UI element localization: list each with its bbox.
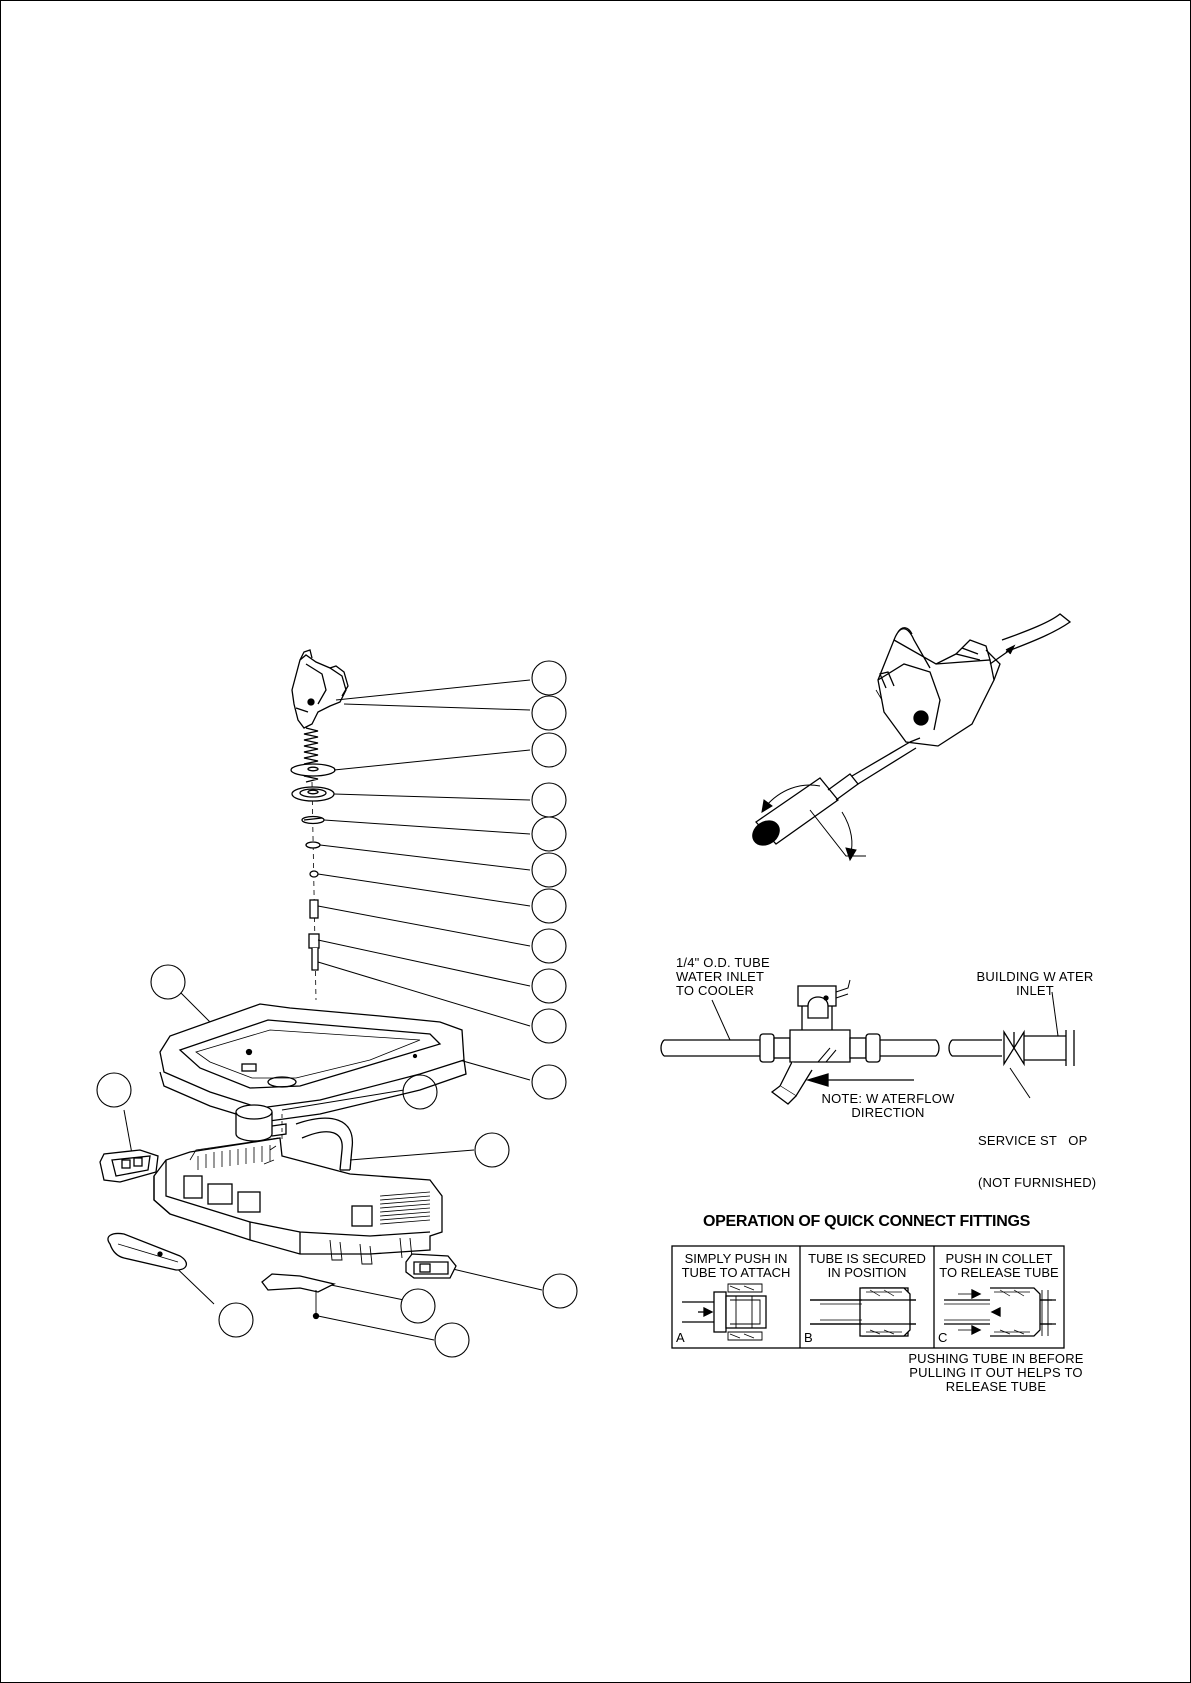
panel-c-letter: C <box>938 1330 948 1345</box>
quick-connect-box <box>671 1245 1065 1349</box>
finger-icon <box>1001 613 1072 653</box>
building-inlet-label: BUILDING W ATER INLET <box>970 970 1100 998</box>
quick-connect-title: OPERATION OF QUICK CONNECT FITTINGS <box>703 1213 1030 1230</box>
inlet-diagram <box>660 979 1075 1105</box>
tube-label-line3: TO COOLER <box>676 983 755 998</box>
note-line3: RELEASE TUBE <box>945 1379 1047 1394</box>
rotate-arrow-icon <box>761 784 857 862</box>
service-stop-line2: (NOT FURNISHED) <box>978 1175 1097 1190</box>
bracket-icon <box>261 1273 336 1320</box>
washer-icon <box>290 763 336 878</box>
service-stop-label: SERVICE ST OP (NOT FURNISHED) <box>978 1106 1096 1204</box>
panel-b-caption-line2: IN POSITION <box>827 1265 907 1280</box>
note-line2: PULLING IT OUT HELPS TO <box>909 1365 1083 1380</box>
quick-connect-note: PUSHING TUBE IN BEFORE PULLING IT OUT HE… <box>898 1352 1094 1394</box>
panel-c-caption-line2: TO RELEASE TUBE <box>939 1265 1059 1280</box>
building-label-line1: BUILDING W ATER <box>976 969 1094 984</box>
hose-icon <box>295 1117 353 1171</box>
callout-circles <box>96 660 578 1358</box>
side-panel-icon <box>99 1149 159 1183</box>
building-label-line2: INLET <box>1016 983 1054 998</box>
bubbler-valve-icon <box>291 649 349 729</box>
flow-note-line1: NOTE: W ATERFLOW <box>821 1091 955 1106</box>
panel-a-letter: A <box>676 1330 685 1345</box>
fitting-c-icon <box>944 1287 1056 1337</box>
chiller-housing-icon <box>153 1137 443 1265</box>
oval-panel-icon <box>107 1232 187 1271</box>
cup-icon <box>235 1104 287 1142</box>
bubbler-head-icon <box>875 627 1001 747</box>
tube-icon <box>308 899 320 971</box>
panel-b-caption-line1: TUBE IS SECURED <box>808 1251 926 1266</box>
panel-b-caption: TUBE IS SECURED IN POSITION <box>802 1252 932 1280</box>
screwdriver-icon <box>752 737 921 846</box>
tube-label: 1/4" O.D. TUBE WATER INLET TO COOLER <box>676 956 770 998</box>
flow-note: NOTE: W ATERFLOW DIRECTION <box>808 1092 968 1120</box>
fitting-b-icon <box>810 1287 916 1337</box>
panel-b-letter: B <box>804 1330 813 1345</box>
basin-icon <box>159 1003 467 1123</box>
right-panel-icon <box>405 1253 457 1279</box>
tube-label-line2: WATER INLET <box>676 969 765 984</box>
panel-a-caption-line1: SIMPLY PUSH IN <box>684 1251 788 1266</box>
panel-c-caption: PUSH IN COLLET TO RELEASE TUBE <box>936 1252 1062 1280</box>
flow-note-line2: DIRECTION <box>851 1105 925 1120</box>
tube-label-line1: 1/4" O.D. TUBE <box>676 955 770 970</box>
panel-a-caption: SIMPLY PUSH IN TUBE TO ATTACH <box>674 1252 798 1280</box>
panel-c-caption-line1: PUSH IN COLLET <box>945 1251 1053 1266</box>
panel-a-caption-line2: TUBE TO ATTACH <box>681 1265 791 1280</box>
note-line1: PUSHING TUBE IN BEFORE <box>908 1351 1084 1366</box>
service-stop-line1: SERVICE ST OP <box>978 1133 1088 1148</box>
fitting-a-icon <box>682 1283 767 1341</box>
